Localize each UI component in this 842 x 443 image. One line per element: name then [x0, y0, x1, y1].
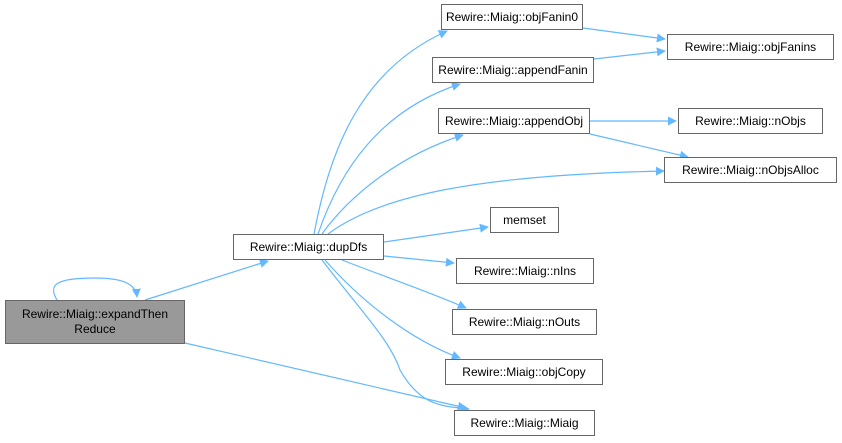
node-nObjs[interactable]: Rewire::Miaig::nObjs [678, 108, 823, 134]
edge-dupDfs-to-nObjsAlloc [327, 166, 665, 235]
edge-expandThenReduce-to-Miaig [184, 342, 467, 411]
edge-dupDfs-to-appendObj [321, 133, 464, 235]
node-nIns[interactable]: Rewire::Miaig::nIns [456, 258, 594, 284]
edge-dupDfs-to-memset [383, 223, 489, 243]
node-label: Rewire::Miaig::nObjsAlloc [682, 162, 819, 177]
node-label: Rewire::Miaig::nObjs [695, 113, 806, 128]
node-objCopy[interactable]: Rewire::Miaig::objCopy [445, 359, 603, 385]
node-label: memset [503, 212, 546, 227]
edge-dupDfs-to-objCopy [324, 259, 461, 360]
edge-objFanin0-to-objFanins [582, 27, 666, 43]
edge-dupDfs-to-nIns [383, 255, 455, 267]
node-objFanins[interactable]: Rewire::Miaig::objFanins [667, 34, 834, 60]
edge-dupDfs-to-appendFanin [317, 82, 461, 235]
node-dupDfs[interactable]: Rewire::Miaig::dupDfs [233, 234, 384, 260]
node-appendObj[interactable]: Rewire::Miaig::appendObj [438, 108, 590, 134]
edge-expandThenReduce-to-expandThenReduce [52, 277, 141, 301]
node-label: Rewire::Miaig::objFanin0 [445, 9, 579, 24]
node-label: Rewire::Miaig::nOuts [468, 314, 581, 329]
edge-expandThenReduce-to-dupDfs [144, 259, 269, 301]
edge-dupDfs-to-Miaig [321, 259, 470, 413]
edge-dupDfs-to-nOuts [341, 259, 467, 309]
node-label: Rewire::Miaig::appendObj [444, 113, 584, 128]
node-label: Rewire::Miaig::expandThen Reduce [21, 307, 169, 336]
node-expandThenReduce[interactable]: Rewire::Miaig::expandThen Reduce [5, 300, 185, 344]
node-appendFanin[interactable]: Rewire::Miaig::appendFanin [432, 57, 594, 83]
node-label: Rewire::Miaig::Miaig [470, 415, 579, 430]
node-label: Rewire::Miaig::dupDfs [249, 239, 368, 254]
node-label: Rewire::Miaig::objCopy [462, 364, 586, 379]
edge-appendFanin-to-objFanins [593, 47, 666, 60]
node-memset[interactable]: memset [490, 207, 559, 233]
node-nObjsAlloc[interactable]: Rewire::Miaig::nObjsAlloc [664, 157, 837, 183]
edge-dupDfs-to-objFanin0 [313, 30, 448, 235]
node-Miaig[interactable]: Rewire::Miaig::Miaig [454, 410, 595, 436]
edge-appendObj-to-nObjsAlloc [589, 133, 689, 160]
node-label: Rewire::Miaig::nIns [473, 263, 577, 278]
node-label: Rewire::Miaig::objFanins [684, 39, 817, 54]
node-label: Rewire::Miaig::appendFanin [438, 62, 588, 77]
node-nOuts[interactable]: Rewire::Miaig::nOuts [452, 309, 597, 335]
node-objFanin0[interactable]: Rewire::Miaig::objFanin0 [441, 4, 583, 30]
